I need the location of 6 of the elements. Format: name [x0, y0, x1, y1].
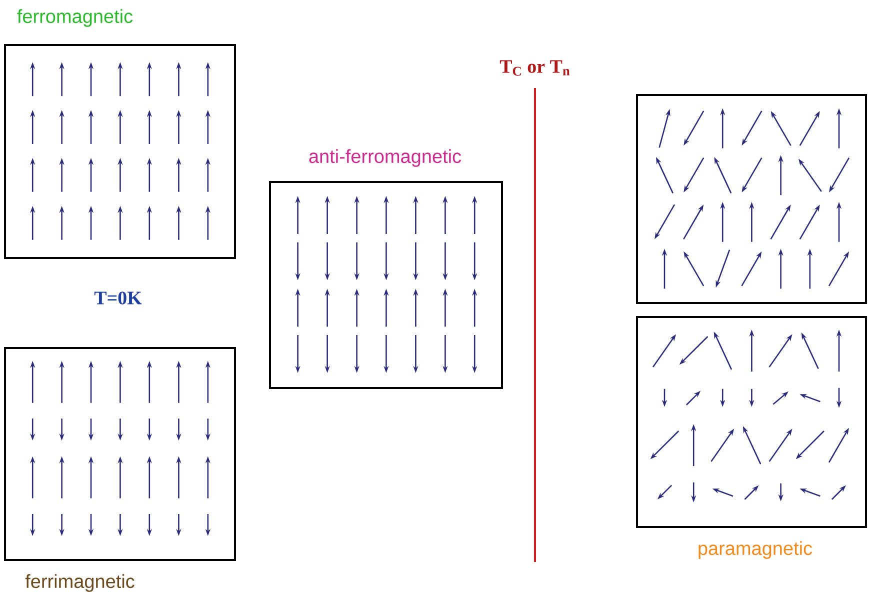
transition-temperature-label: T$_{C}$ or T$_{n}$	[500, 60, 570, 76]
box-heading: anti-ferromagnetic	[309, 149, 462, 167]
box-heading: ferrimagnetic	[25, 574, 134, 592]
temperature-label: T=0K	[94, 292, 142, 304]
box-heading: ferromagnetic	[17, 9, 133, 27]
box-heading: paramagnetic	[698, 541, 812, 559]
